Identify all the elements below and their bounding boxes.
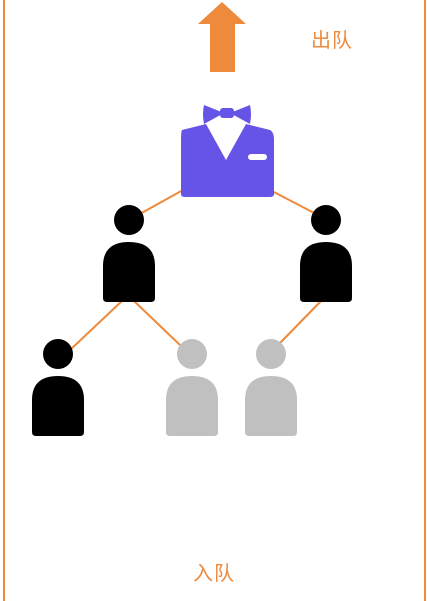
person-icon xyxy=(32,339,84,436)
person-icon xyxy=(103,205,155,302)
person-icon xyxy=(300,205,352,302)
edge-right-child xyxy=(279,299,323,344)
enqueue-label: 入队 xyxy=(193,561,235,585)
right-queue-boundary xyxy=(424,0,426,601)
edge-left-leftchild xyxy=(69,299,124,351)
person-icon xyxy=(245,339,297,436)
edge-server-right xyxy=(269,189,319,216)
edge-left-rightchild xyxy=(132,299,181,346)
connector-lines xyxy=(69,189,323,351)
up-arrow-icon xyxy=(198,2,246,72)
waiter-icon xyxy=(181,105,274,197)
dequeue-label: 出队 xyxy=(311,28,353,52)
left-queue-boundary xyxy=(3,0,5,601)
person-icon xyxy=(166,339,218,436)
edge-server-left xyxy=(137,189,184,216)
